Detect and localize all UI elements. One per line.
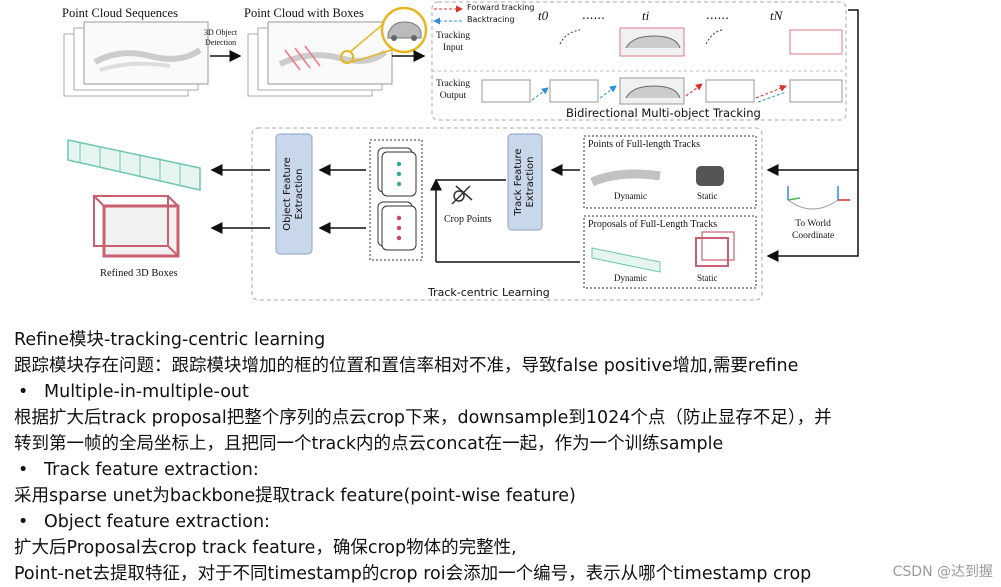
zoom-lens <box>349 6 428 63</box>
track-feature-module <box>507 133 543 231</box>
points-static-label: Static <box>697 191 718 201</box>
note-line: 跟踪模块存在问题：跟踪模块增加的框的位置和置信率相对不准，导致false pos… <box>14 356 799 376</box>
ti-label: ti <box>642 8 650 23</box>
note-line: Point-net去提取特征，对于不同timestamp的crop roi会添加… <box>14 564 812 584</box>
t0-label: t0 <box>538 8 549 23</box>
backward-legend-label: Backtracing <box>467 15 515 24</box>
object-feature-label: Object Feature Extraction <box>282 157 305 231</box>
proposals-box-title: Proposals of Full-Length Tracks <box>588 219 718 230</box>
track-centric-label: Track-centric Learning <box>428 286 550 299</box>
track-centric-panel <box>251 127 763 301</box>
note-line: 转到第一帧的全局坐标上，且把同一个track内的点云concat在一起，作为一个… <box>14 434 724 454</box>
sequences-title: Point Cloud Sequences <box>62 6 178 20</box>
note-bullet-line: •Track feature extraction: <box>14 457 989 483</box>
note-bullet-line: •Multiple-in-multiple-out <box>14 379 989 405</box>
points-box-title: Points of Full-length Tracks <box>588 139 700 150</box>
ellipsis-2: ...... <box>706 8 729 22</box>
bullet-dot: • <box>18 382 29 402</box>
to-proposals-connector <box>766 170 859 262</box>
points-box <box>583 135 757 209</box>
to-world-label: To World Coordinate <box>792 219 835 241</box>
refined-pink-box <box>93 195 180 258</box>
note-line: 采用sparse unet为backbone提取track feature(po… <box>14 486 576 506</box>
proposals-static-label: Static <box>697 273 718 283</box>
proposals-box <box>583 215 757 289</box>
note-line: Refine模块-tracking-centric learning <box>14 330 326 350</box>
points-dynamic-label: Dynamic <box>614 191 647 201</box>
tracking-input-frames <box>559 27 843 57</box>
note-line: 根据扩大后track proposal把整个序列的点云crop下来，downsa… <box>14 408 832 428</box>
forward-legend-label: Forward tracking <box>467 3 535 12</box>
figure: Point Cloud Sequences Point Cloud with B… <box>62 1 859 301</box>
world-axis-icon <box>787 186 850 210</box>
feature-stack <box>369 139 423 261</box>
notes-text: Refine模块-tracking-centric learning 跟踪模块存… <box>14 327 989 587</box>
tn-label: tN <box>770 8 783 23</box>
note-line: 扩大后Proposal去crop track feature，确保crop物体的… <box>14 538 517 558</box>
detection-label: 3D Object Detection <box>204 28 238 47</box>
tracking-output-label: Tracking Output <box>436 79 470 101</box>
tracking-input-label: Tracking Input <box>436 31 470 53</box>
tracking-panel <box>431 1 847 121</box>
bidirectional-caption: Bidirectional Multi-object Tracking <box>566 106 761 120</box>
refined-boxes-label: Refined 3D Boxes <box>100 268 178 279</box>
refined-green-track <box>67 139 201 191</box>
boxes-title: Point Cloud with Boxes <box>244 6 364 20</box>
bullet-dot: • <box>18 512 29 532</box>
object-feature-module <box>275 133 313 255</box>
bullet-dot: • <box>18 460 29 480</box>
point-cloud-stack <box>63 21 209 97</box>
note-bullet-line: •Object feature extraction: <box>14 509 989 535</box>
pipeline-diagram <box>63 1 859 301</box>
tracking-output-frames <box>481 77 843 105</box>
track-feature-label: Track Feature Extraction <box>513 148 536 216</box>
to-points-connector <box>766 9 859 176</box>
boxes-stack <box>247 21 393 97</box>
ellipsis-1: ...... <box>582 8 605 22</box>
crop-points-label: Crop Points <box>444 214 492 225</box>
scissors-icon <box>451 185 473 205</box>
proposals-dynamic-label: Dynamic <box>614 273 647 283</box>
watermark: CSDN @达到握 <box>892 564 993 580</box>
